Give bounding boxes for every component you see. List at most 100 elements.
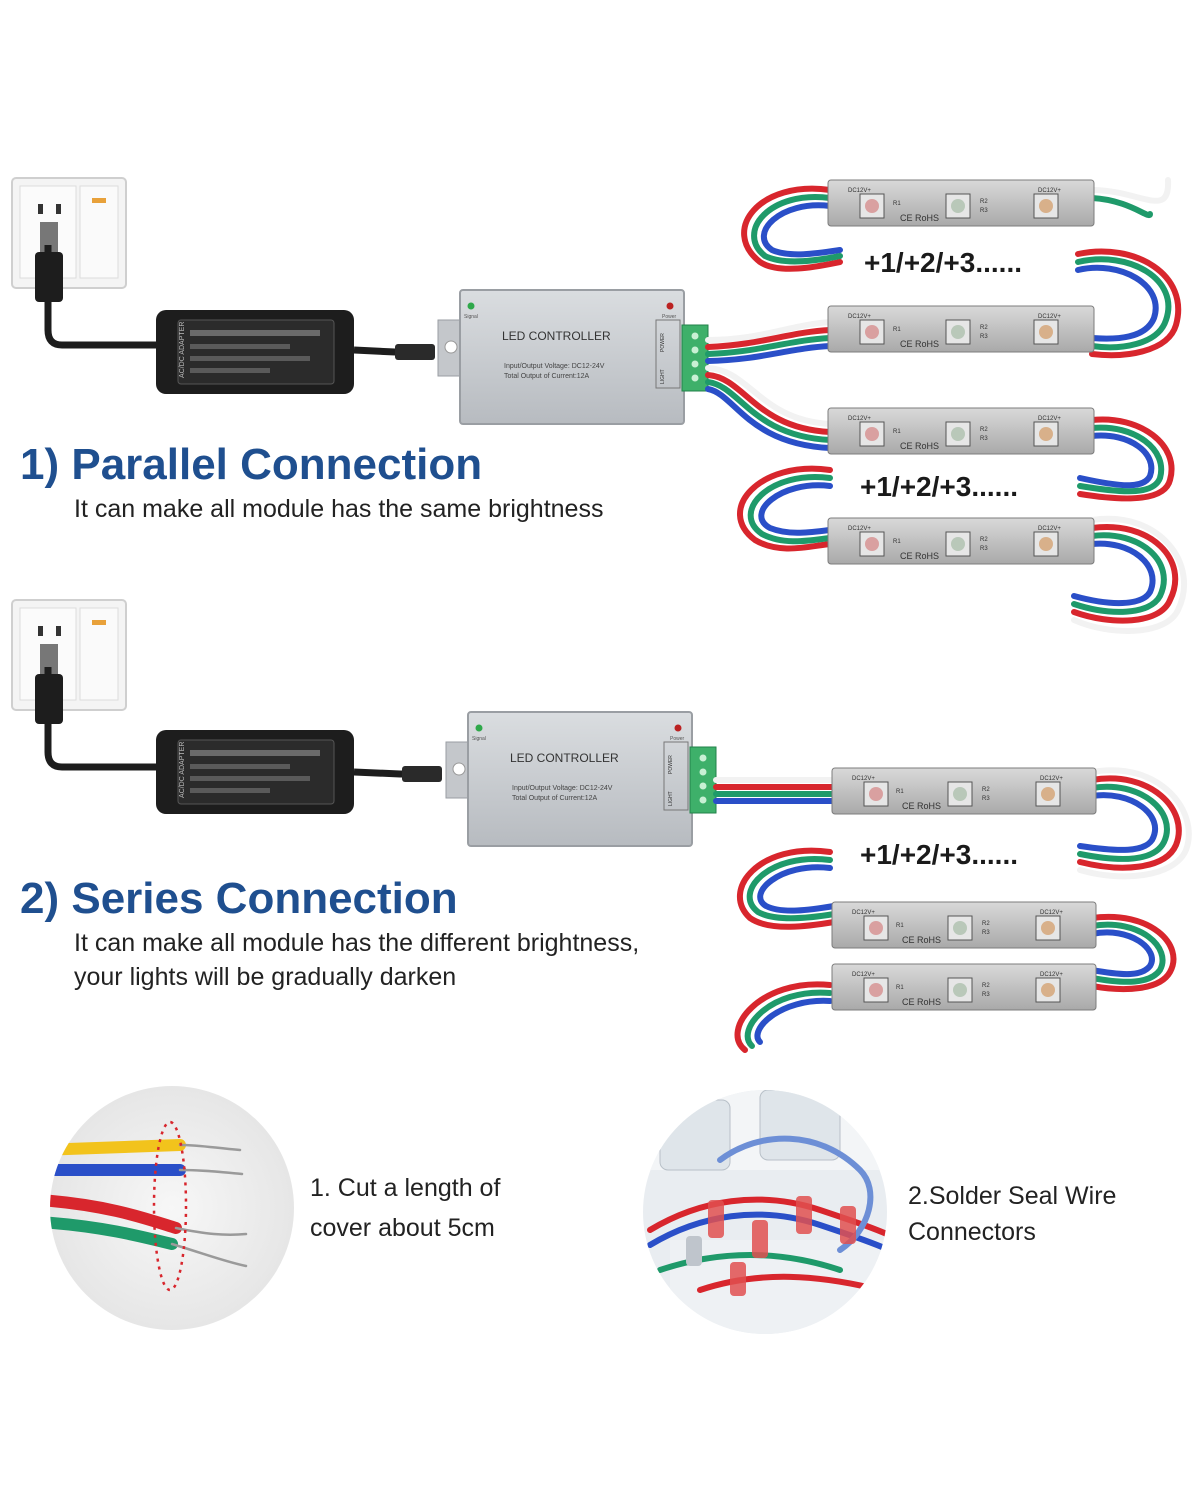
svg-text:DC12V+: DC12V+ (1038, 188, 1061, 194)
svg-text:R3: R3 (982, 796, 990, 802)
step2-solder-photo (643, 1090, 887, 1334)
parallel-description: It can make all module has the same brig… (74, 495, 604, 523)
svg-text:R3: R3 (980, 546, 988, 552)
svg-text:R1: R1 (893, 539, 901, 545)
series-title: 2) Series Connection (20, 874, 458, 923)
svg-text:DC12V+: DC12V+ (1038, 526, 1061, 532)
svg-text:DC12V+: DC12V+ (848, 526, 871, 532)
svg-text:DC12V+: DC12V+ (1038, 416, 1061, 422)
plug-icon (35, 252, 63, 302)
parallel-repeat-label-1: +1/+2/+3...... (864, 247, 1022, 278)
svg-text:R3: R3 (980, 334, 988, 340)
svg-text:DC12V+: DC12V+ (1040, 972, 1063, 978)
step1-wire-photo (50, 1086, 294, 1330)
svg-text:R2: R2 (980, 199, 988, 205)
series-module-2: DC12V+ DC12V+ R1 R2 R3 CE RoHS (831, 901, 1097, 949)
svg-text:DC12V+: DC12V+ (852, 972, 875, 978)
svg-text:R3: R3 (982, 930, 990, 936)
svg-text:CE RoHS: CE RoHS (902, 997, 941, 1007)
svg-text:R1: R1 (896, 789, 904, 795)
svg-text:CE RoHS: CE RoHS (900, 551, 939, 561)
led-controller: Signal Power LED CONTROLLER Input/Output… (437, 289, 709, 425)
parallel-module-4: DC12V+ DC12V+ R1 R2 R3 CE RoHS (827, 517, 1095, 565)
svg-text:DC12V+: DC12V+ (852, 910, 875, 916)
signal-label: Signal (464, 314, 478, 320)
controller-spec-current: Total Output of Current:12A (504, 373, 590, 380)
svg-text:CE RoHS: CE RoHS (900, 213, 939, 223)
svg-text:DC12V+: DC12V+ (848, 416, 871, 422)
parallel-wiring (705, 177, 1187, 634)
svg-text:CE RoHS: CE RoHS (902, 935, 941, 945)
controller-spec-current: Total Output of Current:12A (512, 795, 598, 802)
led-controller: Signal Power LED CONTROLLER Input/Output… (445, 711, 717, 847)
svg-text:R1: R1 (896, 985, 904, 991)
svg-text:R1: R1 (893, 429, 901, 435)
svg-text:DC12V+: DC12V+ (848, 188, 871, 194)
svg-text:R2: R2 (982, 921, 990, 927)
svg-text:CE RoHS: CE RoHS (900, 441, 939, 451)
svg-text:DC12V+: DC12V+ (1038, 314, 1061, 320)
power-led-icon (666, 302, 674, 310)
series-repeat-label: +1/+2/+3...... (860, 839, 1018, 870)
svg-text:R3: R3 (982, 992, 990, 998)
svg-text:R2: R2 (982, 787, 990, 793)
series-description-line1: It can make all module has the different… (74, 929, 640, 957)
svg-text:DC12V+: DC12V+ (1040, 776, 1063, 782)
cut-marker (152, 1120, 188, 1292)
port-power-label: POWER (660, 333, 666, 352)
port-light-label: LIGHT (660, 369, 666, 384)
power-label: Power (662, 314, 677, 320)
svg-text:R2: R2 (980, 427, 988, 433)
adapter-label: AC/DC ADAPTER (179, 742, 186, 798)
series-wiring (713, 767, 1192, 1053)
dc-jack (395, 344, 435, 360)
plug-icon (35, 674, 63, 724)
controller-label: LED CONTROLLER (502, 329, 611, 343)
series-description-line2: your lights will be gradually darken (74, 963, 457, 991)
svg-text:R1: R1 (896, 923, 904, 929)
parallel-module-1: DC12V+ DC12V+ R1 R2 R3 CE RoHS (827, 179, 1095, 227)
svg-text:R2: R2 (980, 325, 988, 331)
parallel-module-3: DC12V+ DC12V+ R1 R2 R3 CE RoHS (827, 407, 1095, 455)
controller-label: LED CONTROLLER (510, 751, 619, 765)
power-led-icon (674, 724, 682, 732)
controller-spec-voltage: Input/Output Voltage: DC12-24V (504, 363, 605, 370)
dc-jack (402, 766, 442, 782)
series-module-1: DC12V+ DC12V+ R1 R2 R3 CE RoHS (831, 767, 1097, 815)
svg-text:R1: R1 (893, 201, 901, 207)
step2-text-line1: 2.Solder Seal Wire (908, 1182, 1117, 1210)
step2-text-line2: Connectors (908, 1218, 1036, 1246)
signal-led-icon (475, 724, 483, 732)
svg-text:R3: R3 (980, 208, 988, 214)
parallel-module-2: DC12V+ DC12V+ R1 R2 R3 CE RoHS (827, 305, 1095, 353)
parallel-title: 1) Parallel Connection (20, 440, 483, 489)
port-power-label: POWER (668, 755, 674, 774)
port-light-label: LIGHT (668, 791, 674, 806)
svg-text:CE RoHS: CE RoHS (900, 339, 939, 349)
power-cable (44, 245, 160, 349)
series-section: AC/DC ADAPTER Signal Power LED CONTROLLE… (11, 599, 1192, 1053)
ac-dc-adapter: AC/DC ADAPTER (156, 310, 354, 394)
svg-text:R2: R2 (982, 983, 990, 989)
ac-dc-adapter: AC/DC ADAPTER (156, 730, 354, 814)
svg-text:DC12V+: DC12V+ (852, 776, 875, 782)
svg-text:CE RoHS: CE RoHS (902, 801, 941, 811)
wall-outlet-icon (11, 177, 127, 289)
svg-text:R3: R3 (980, 436, 988, 442)
svg-text:R2: R2 (980, 537, 988, 543)
series-module-3: DC12V+ DC12V+ R1 R2 R3 CE RoHS (831, 963, 1097, 1011)
signal-label: Signal (472, 736, 486, 742)
adapter-label: AC/DC ADAPTER (179, 322, 186, 378)
svg-text:DC12V+: DC12V+ (848, 314, 871, 320)
power-label: Power (670, 736, 685, 742)
svg-text:DC12V+: DC12V+ (1040, 910, 1063, 916)
svg-text:R1: R1 (893, 327, 901, 333)
power-cable (44, 667, 160, 771)
controller-spec-voltage: Input/Output Voltage: DC12-24V (512, 785, 613, 792)
parallel-section: AC/DC ADAPTER Signal Power LED CONTROLLE… (11, 177, 1187, 634)
parallel-repeat-label-2: +1/+2/+3...... (860, 471, 1018, 502)
step1-text-line1: 1. Cut a length of (310, 1174, 501, 1202)
wall-outlet-icon (11, 599, 127, 711)
step1-text-line2: cover about 5cm (310, 1214, 495, 1242)
